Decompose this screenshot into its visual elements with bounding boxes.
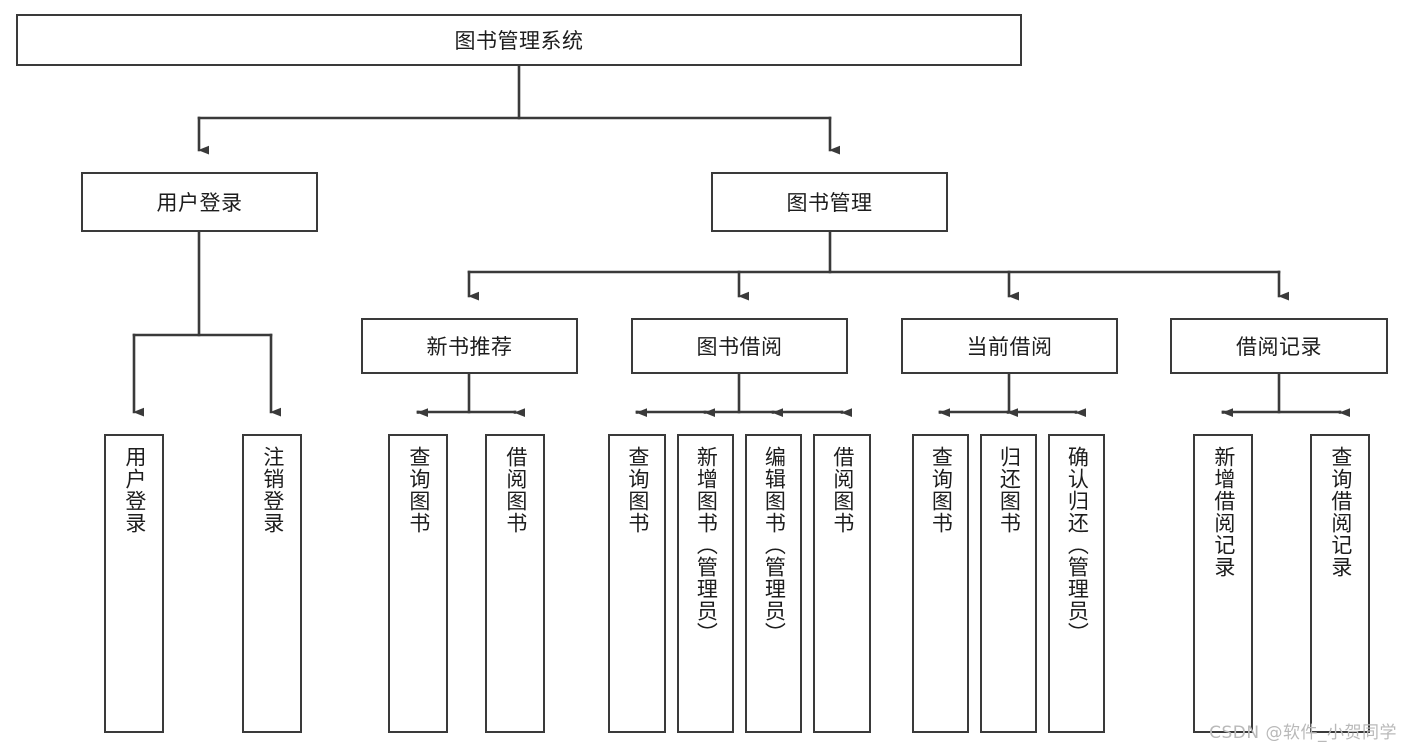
- node-borrow-record[interactable]: 借阅记录: [1170, 318, 1388, 374]
- leaf-node-label: 查询图书: [625, 446, 650, 534]
- leaf-node-label: 查询图书: [929, 446, 954, 534]
- node-book-management-label: 图书管理: [786, 191, 873, 215]
- leaf-node[interactable]: 查询图书: [388, 434, 448, 733]
- node-borrow-record-label: 借阅记录: [1236, 335, 1322, 359]
- node-current-borrow[interactable]: 当前借阅: [901, 318, 1118, 374]
- node-root[interactable]: 图书管理系统: [16, 14, 1022, 66]
- leaf-node[interactable]: 查询借阅记录: [1310, 434, 1370, 733]
- leaf-node-label: 注销登录: [260, 446, 285, 534]
- node-book-borrow[interactable]: 图书借阅: [631, 318, 848, 374]
- leaf-node[interactable]: 新增图书（管理员）: [677, 434, 734, 733]
- node-current-borrow-label: 当前借阅: [966, 335, 1053, 359]
- leaf-node[interactable]: 用户登录: [104, 434, 164, 733]
- leaf-node[interactable]: 借阅图书: [813, 434, 871, 733]
- leaf-node-label: 用户登录: [122, 446, 147, 534]
- node-new-book-recommend[interactable]: 新书推荐: [361, 318, 578, 374]
- leaf-node[interactable]: 查询图书: [608, 434, 666, 733]
- node-book-borrow-label: 图书借阅: [696, 335, 783, 359]
- leaf-node[interactable]: 借阅图书: [485, 434, 545, 733]
- leaf-node-label: 借阅图书: [503, 446, 528, 534]
- leaf-node[interactable]: 编辑图书（管理员）: [745, 434, 802, 733]
- node-user-login-label: 用户登录: [156, 191, 243, 215]
- leaf-node-label: 编辑图书（管理员）: [762, 446, 787, 644]
- leaf-node-label: 新增借阅记录: [1211, 446, 1236, 578]
- leaf-node[interactable]: 确认归还（管理员）: [1048, 434, 1105, 733]
- leaf-node-label: 查询借阅记录: [1328, 446, 1353, 578]
- leaf-node-label: 查询图书: [406, 446, 431, 534]
- node-new-book-recommend-label: 新书推荐: [426, 335, 513, 359]
- node-book-management[interactable]: 图书管理: [711, 172, 948, 232]
- leaf-node-label: 确认归还（管理员）: [1065, 446, 1090, 644]
- watermark: CSDN @软件_小贺同学: [1209, 723, 1397, 743]
- leaf-node[interactable]: 新增借阅记录: [1193, 434, 1253, 733]
- node-root-label: 图书管理系统: [454, 29, 584, 53]
- leaf-node[interactable]: 注销登录: [242, 434, 302, 733]
- leaf-node-label: 新增图书（管理员）: [694, 446, 719, 644]
- node-user-login[interactable]: 用户登录: [81, 172, 318, 232]
- leaf-node[interactable]: 归还图书: [980, 434, 1037, 733]
- leaf-node-label: 借阅图书: [830, 446, 855, 534]
- leaf-node[interactable]: 查询图书: [912, 434, 969, 733]
- leaf-node-label: 归还图书: [997, 446, 1022, 534]
